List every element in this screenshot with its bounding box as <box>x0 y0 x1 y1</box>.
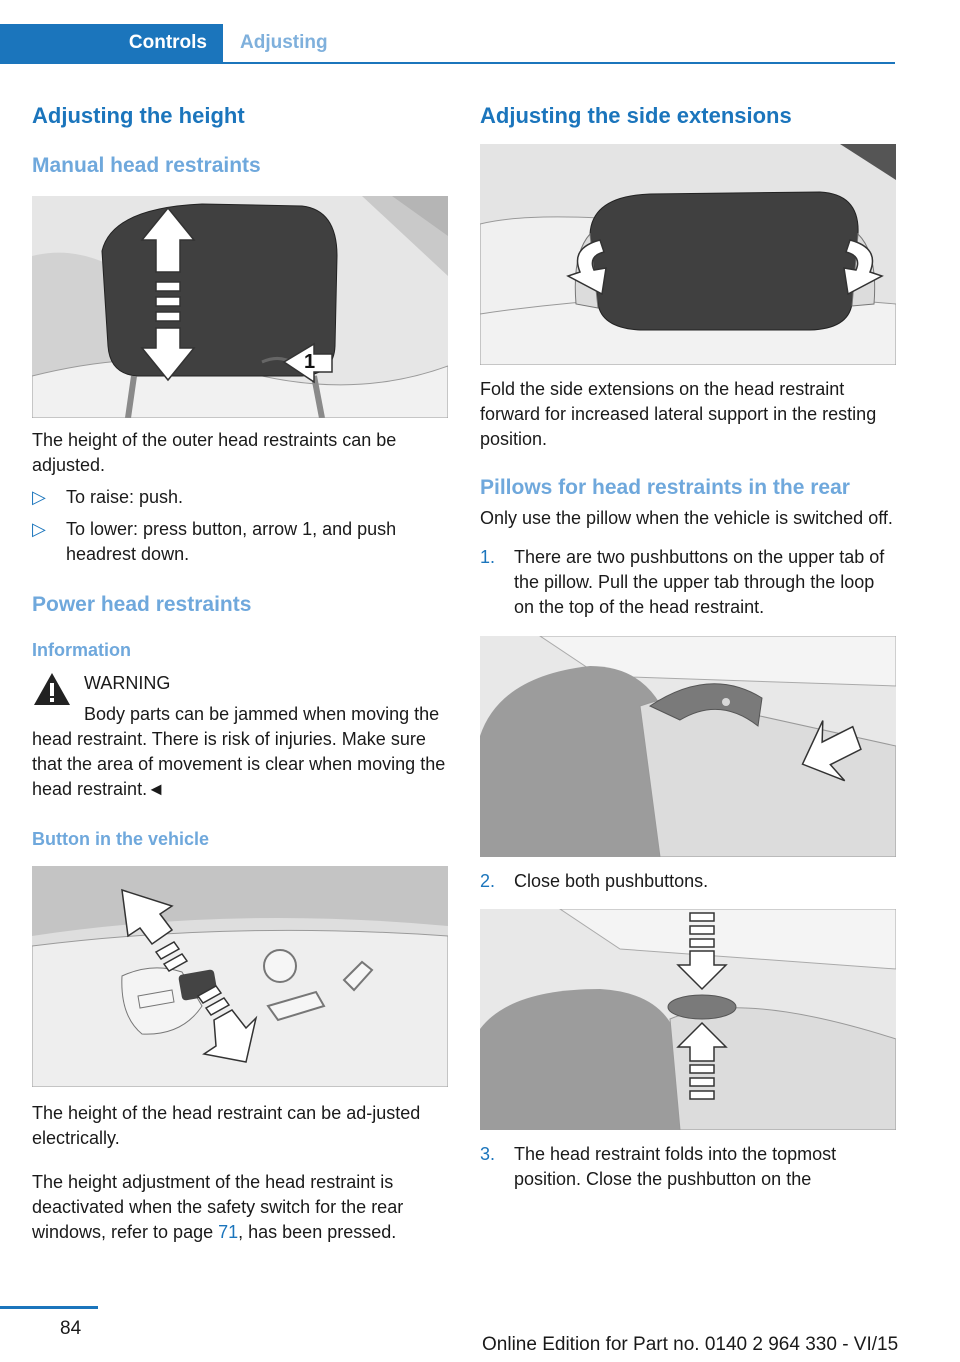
warning-title: WARNING <box>84 673 171 693</box>
pillow-steps-list: 1. There are two pushbuttons on the upper… <box>480 545 896 620</box>
pushbuttons-figure <box>480 909 896 1130</box>
paragraph-outer-restraints: The height of the outer head restraints … <box>32 430 397 475</box>
paragraph-electric-adjust: The height of the head restraint can be … <box>32 1103 421 1148</box>
tab-controls[interactable]: Controls <box>0 24 223 62</box>
triangle-bullet-icon: ▷ <box>32 487 46 507</box>
heading-button-in-vehicle: Button in the vehicle <box>32 829 210 849</box>
footer-rule <box>0 1306 98 1309</box>
step-text: The head restraint folds into the topmos… <box>514 1144 837 1189</box>
pillow-loop-figure <box>480 636 896 857</box>
header-tab-bar: Controls Adjusting <box>0 24 895 64</box>
tab-adjusting[interactable]: Adjusting <box>240 32 328 53</box>
warning-text: Body parts can be jammed when moving the… <box>32 704 446 799</box>
left-column: Adjusting the height Manual head restrai… <box>32 100 448 1245</box>
heading-side-extensions: Adjusting the side extensions <box>480 103 792 128</box>
list-item: 3. The head restraint folds into the topm… <box>480 1142 896 1192</box>
list-item-text: To raise: push. <box>66 487 184 507</box>
step-text: Close both pushbuttons. <box>514 871 709 891</box>
heading-adjusting-height: Adjusting the height <box>32 103 245 128</box>
step-number: 3. <box>480 1144 496 1164</box>
warning-triangle-icon <box>34 673 70 705</box>
heading-pillows: Pillows for head restraints in the rear <box>480 476 850 499</box>
paragraph-fold-extensions: Fold the side extensions on the head res… <box>480 379 877 449</box>
list-item: 2. Close both pushbuttons. <box>480 869 896 894</box>
heading-information: Information <box>32 640 131 660</box>
pillow-steps-list-3: 3. The head restraint folds into the topm… <box>480 1142 896 1192</box>
manual-head-restraint-figure: 1 <box>32 196 448 418</box>
page-reference-link[interactable]: 71 <box>218 1222 239 1242</box>
paragraph-pillow-usage: Only use the pillow when the vehicle is … <box>480 508 893 528</box>
list-item: ▷ To lower: press button, arrow 1, and pu… <box>32 517 448 567</box>
step-number: 1. <box>480 547 496 567</box>
paragraph-text: , has been pressed. <box>238 1222 397 1242</box>
paragraph-text: The height adjustment of the head restra… <box>32 1172 404 1242</box>
heading-manual-head-restraints: Manual head restraints <box>32 154 261 177</box>
figure-callout-1: 1 <box>304 351 315 373</box>
height-steps-list: ▷ To raise: push. ▷ To lower: press button… <box>32 485 448 567</box>
triangle-bullet-icon: ▷ <box>32 519 46 539</box>
seat-button-figure <box>32 866 448 1087</box>
edition-text: Online Edition for Part no. 0140 2 964 3… <box>482 1334 899 1355</box>
pillow-steps-list-2: 2. Close both pushbuttons. <box>480 869 896 894</box>
warning-block: WARNING <box>32 671 448 705</box>
paragraph-deactivation: The height adjustment of the head restra… <box>32 1170 448 1245</box>
heading-power-head-restraints: Power head restraints <box>32 593 252 616</box>
side-extensions-figure <box>480 144 896 365</box>
list-item: ▷ To raise: push. <box>32 485 448 510</box>
step-text: There are two pushbuttons on the upper t… <box>514 547 885 617</box>
step-number: 2. <box>480 871 496 891</box>
right-column: Adjusting the side extensions Fold the s… <box>480 100 896 1192</box>
list-item: 1. There are two pushbuttons on the upper… <box>480 545 896 620</box>
list-item-text: To lower: press button, arrow 1, and pus… <box>66 519 397 564</box>
page-number: 84 <box>60 1318 82 1339</box>
